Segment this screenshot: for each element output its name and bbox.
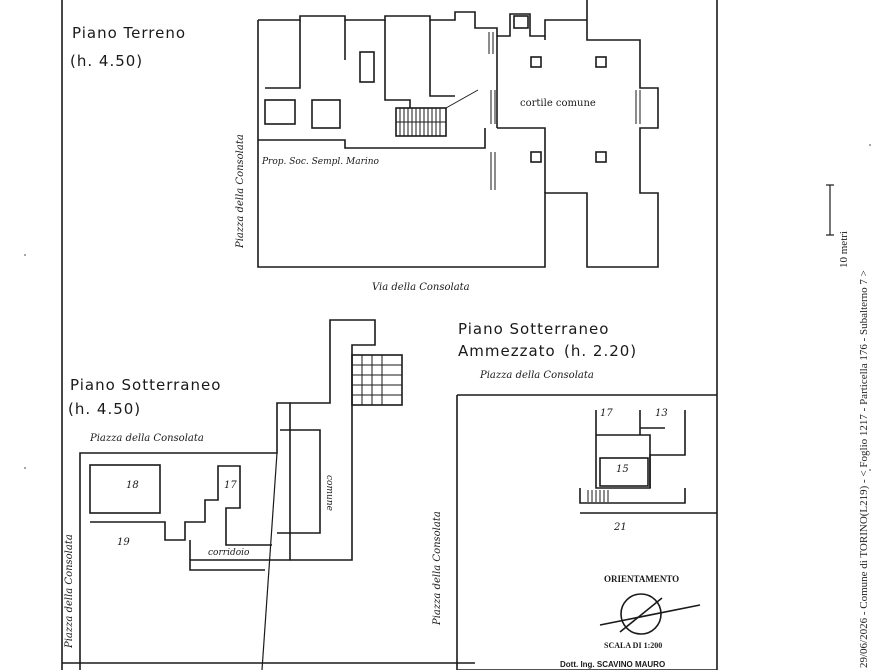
ground-floor-title: Piano Terreno bbox=[72, 24, 187, 42]
property-label: Prop. Soc. Sempl. Marino bbox=[262, 157, 379, 167]
room-18-label: 18 bbox=[126, 480, 139, 491]
orientation-label: ORIENTAMENTO bbox=[604, 574, 680, 584]
scale-bar-label: 10 metri bbox=[838, 231, 850, 268]
common-label: comune bbox=[324, 475, 334, 511]
signature-label: Dott. Ing. SCAVINO MAURO bbox=[560, 660, 666, 669]
mezz-room-15-label: 15 bbox=[616, 464, 629, 475]
scale-label: SCALA DI 1:200 bbox=[604, 641, 663, 650]
ground-street-left-label: Piazza della Consolata bbox=[235, 134, 246, 248]
basement-plan bbox=[79, 319, 403, 670]
mezzanine-plan bbox=[456, 394, 717, 670]
basement-height: (h. 4.50) bbox=[68, 400, 142, 418]
room-17-label: 17 bbox=[224, 480, 237, 491]
courtyard-label: cortile comune bbox=[520, 98, 596, 109]
mezzanine-title-line2: Ammezzato bbox=[458, 342, 556, 360]
corridor-label: corridoio bbox=[208, 548, 250, 558]
mezz-room-13-label: 13 bbox=[655, 408, 668, 419]
ground-floor-height: (h. 4.50) bbox=[70, 52, 144, 70]
mezzanine-street-top-label: Piazza della Consolata bbox=[480, 370, 594, 381]
room-19-label: 19 bbox=[117, 537, 130, 548]
mezzanine-street-left-label: Piazza della Consolata bbox=[432, 511, 443, 625]
north-arrow-icon bbox=[599, 593, 701, 635]
basement-title: Piano Sotterraneo bbox=[70, 376, 222, 394]
basement-street-left-label: Piazza della Consolata bbox=[64, 534, 75, 648]
basement-street-top-label: Piazza della Consolata bbox=[90, 433, 204, 444]
ground-street-bottom-label: Via della Consolata bbox=[372, 282, 470, 293]
ground-floor-plan bbox=[257, 0, 659, 268]
mezz-room-17-label: 17 bbox=[600, 408, 613, 419]
mezzanine-title-line1: Piano Sotterraneo bbox=[458, 320, 610, 338]
mezz-room-21-label: 21 bbox=[614, 522, 627, 533]
side-metadata-text: 29/06/2026 - Comune di TORINO(L219) - < … bbox=[858, 270, 870, 668]
mezzanine-height: (h. 2.20) bbox=[564, 342, 638, 360]
scale-bar bbox=[826, 184, 834, 236]
